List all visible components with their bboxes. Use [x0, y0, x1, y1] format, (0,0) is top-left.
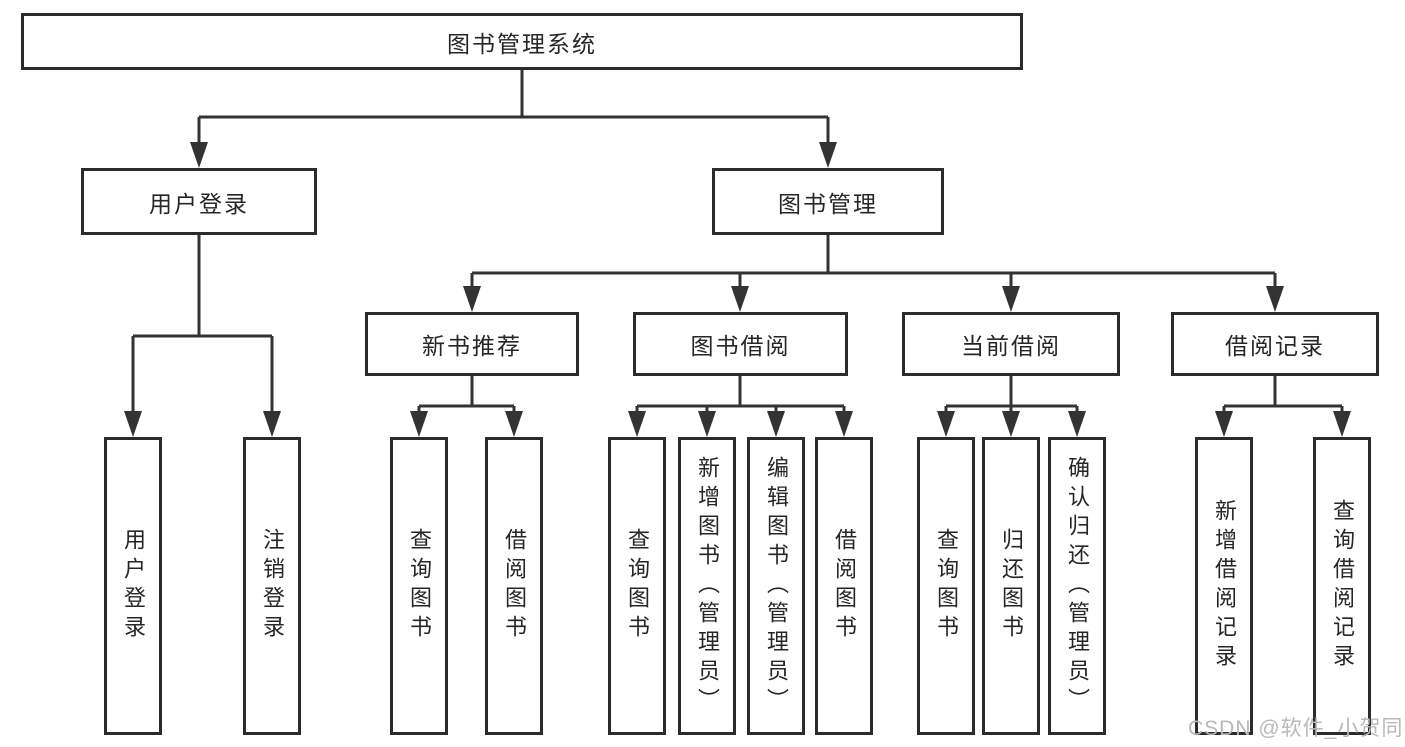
- leaf-add-book-admin: 新增图书（管理员）: [678, 437, 736, 735]
- leaf-edit-book-admin: 编辑图书（管理员）: [747, 437, 805, 735]
- leaf-borrow-books-borrowing: 借阅图书: [815, 437, 873, 735]
- leaf-return-book: 归还图书: [982, 437, 1040, 735]
- leaf-query-books-borrowing: 查询图书: [608, 437, 666, 735]
- node-system-root: 图书管理系统: [21, 13, 1023, 70]
- node-book-management: 图书管理: [712, 168, 944, 235]
- leaf-borrow-books-recommend: 借阅图书: [485, 437, 543, 735]
- csdn-watermark: CSDN @软件_小贺同学: [1188, 717, 1405, 740]
- leaf-query-books-current: 查询图书: [917, 437, 975, 735]
- node-user-login: 用户登录: [81, 168, 317, 235]
- leaf-query-borrow-record: 查询借阅记录: [1313, 437, 1371, 735]
- node-book-borrowing: 图书借阅: [633, 312, 848, 376]
- leaf-user-login: 用户登录: [104, 437, 162, 735]
- leaf-add-borrow-record: 新增借阅记录: [1195, 437, 1253, 735]
- node-borrowing-records: 借阅记录: [1171, 312, 1379, 376]
- node-new-book-recommend: 新书推荐: [365, 312, 579, 376]
- leaf-query-books-recommend: 查询图书: [390, 437, 448, 735]
- node-current-borrowing: 当前借阅: [902, 312, 1120, 376]
- leaf-logout: 注销登录: [243, 437, 301, 735]
- leaf-confirm-return-admin: 确认归还（管理员）: [1048, 437, 1106, 735]
